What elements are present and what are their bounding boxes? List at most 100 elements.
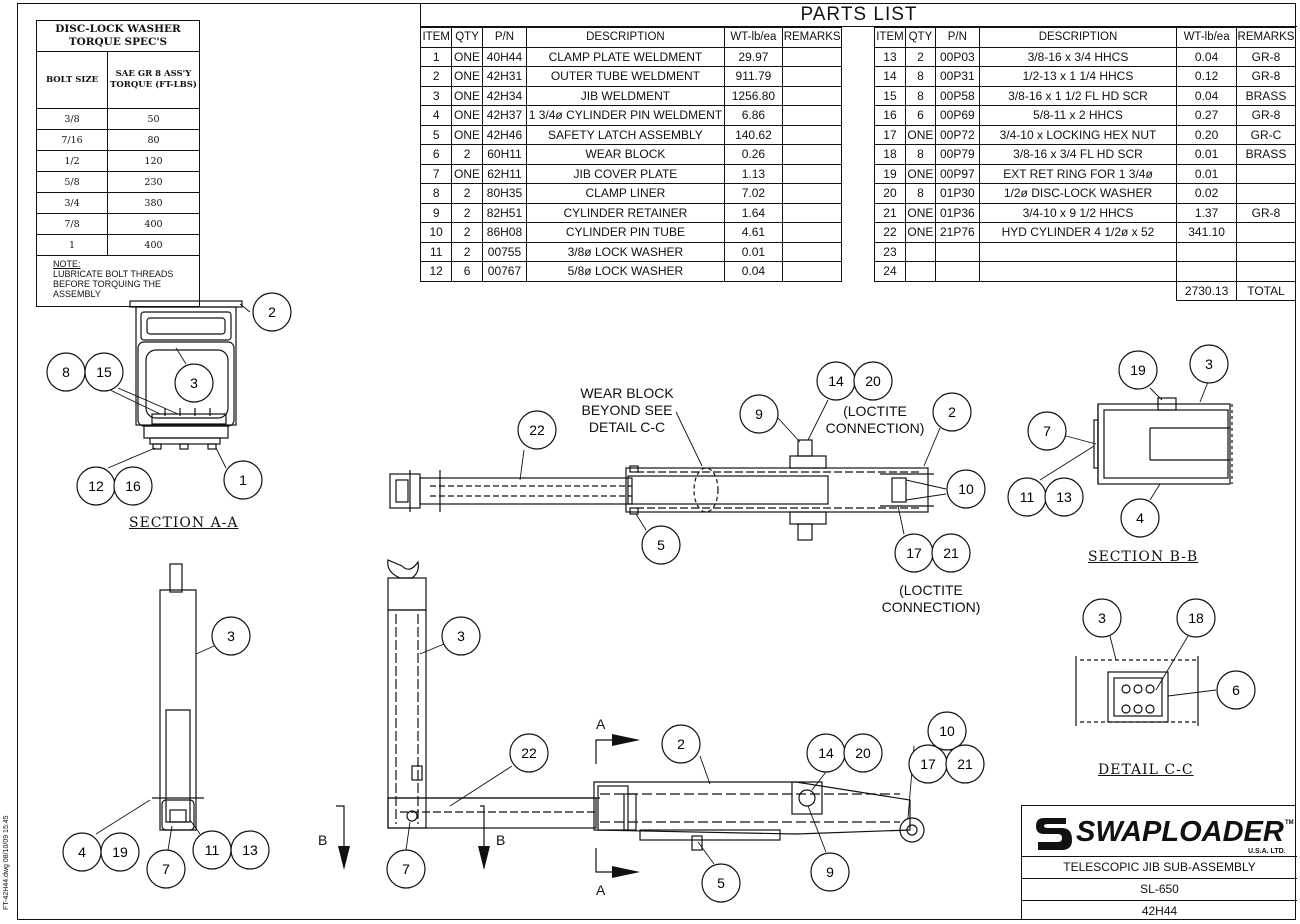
balloon-number: 17 [906, 545, 922, 561]
parts-cell: ONE [904, 163, 936, 184]
parts-cell: 82H51 [481, 202, 528, 223]
parts-row: 23 [874, 241, 1297, 262]
callout-balloon: 21 [931, 533, 971, 573]
balloon-number: 22 [529, 422, 545, 438]
balloon-number: 16 [125, 478, 141, 494]
parts-cell: 12 [419, 261, 453, 282]
balloon-number: 1 [239, 472, 247, 488]
callout-balloon: 7 [386, 849, 426, 889]
balloon-number: 9 [826, 864, 834, 880]
balloon-number: 13 [242, 842, 258, 858]
parts-cell: CLAMP PLATE WELDMENT [526, 46, 725, 67]
balloon-number: 11 [205, 842, 220, 858]
balloon-number: 3 [190, 375, 198, 391]
parts-cell: BRASS [1235, 144, 1297, 165]
parts-cell: ONE [451, 85, 483, 106]
callout-balloon: 3 [1082, 598, 1122, 638]
balloon-number: 3 [1205, 356, 1213, 372]
parts-cell: 0.04 [1176, 46, 1237, 67]
callout-balloon: 20 [853, 361, 893, 401]
parts-cell: BRASS [1235, 85, 1297, 106]
balloon-number: 14 [828, 373, 844, 389]
callout-balloon: 19 [1118, 350, 1158, 390]
parts-cell: ONE [904, 222, 936, 243]
parts-cell: 4.61 [723, 222, 784, 243]
drawing-title: TELESCOPIC JIB SUB-ASSEMBLY [1022, 856, 1297, 877]
note-text: LUBRICATE BOLT THREADS BEFORE TORQUING T… [53, 269, 174, 299]
detail-cc-view [1075, 656, 1199, 726]
balloon-number: 18 [1188, 610, 1204, 626]
callout-balloon: 17 [894, 533, 934, 573]
parts-cell: 911.79 [723, 66, 784, 87]
loctite-note-top: (LOCTITE CONNECTION) [825, 403, 925, 436]
callout-balloon: 5 [701, 863, 741, 903]
balloon-number: 2 [677, 736, 685, 752]
parts-cell: ONE [451, 46, 483, 67]
balloon-number: 13 [1056, 489, 1072, 505]
parts-cell: 0.12 [1176, 66, 1237, 87]
parts-cell: 2 [451, 202, 483, 223]
parts-cell: CLAMP LINER [526, 183, 725, 204]
balloon-number: 7 [162, 861, 170, 877]
parts-cell: 6.86 [723, 105, 784, 126]
model-number: SL-650 [1022, 878, 1297, 899]
torque-spec-table: DISC-LOCK WASHER TORQUE SPEC'S BOLT SIZE… [36, 20, 200, 307]
section-bb-view [1093, 397, 1233, 485]
parts-cell: 21 [874, 202, 906, 223]
parts-cell: 6 [451, 261, 483, 282]
callout-balloon: 10 [946, 469, 986, 509]
callout-balloon: 22 [509, 733, 549, 773]
balloon-number: 17 [920, 756, 936, 772]
side-elevation-view [387, 559, 925, 851]
section-arrows [336, 739, 612, 873]
torque-header: SAE GR 8 ASS'Y TORQUE (FT-LBS) [107, 51, 200, 109]
parts-cell: HYD CYLINDER 4 1/2ø x 52 [978, 222, 1178, 243]
callout-balloon: 14 [806, 733, 846, 773]
parts-cell: 00P69 [934, 105, 980, 126]
callout-balloon: 11 [192, 830, 232, 870]
balloon-number: 3 [1098, 610, 1106, 626]
total-weight: 2730.13 [1176, 280, 1237, 301]
balloon-number: 5 [657, 537, 665, 553]
section-letter-a-bottom: A [596, 882, 606, 898]
parts-cell: 7.02 [723, 183, 784, 204]
parts-cell [782, 261, 842, 282]
parts-header-cell: ITEM [419, 27, 453, 48]
balloon-number: 7 [1043, 423, 1051, 439]
note-label: NOTE: [53, 259, 81, 269]
arrow-heads [338, 734, 640, 878]
parts-cell: 86H08 [481, 222, 528, 243]
callout-balloon: 13 [1044, 477, 1084, 517]
wear-block-note: WEAR BLOCK BEYOND SEE DETAIL C-C [580, 385, 674, 435]
balloon-number: 2 [268, 304, 276, 320]
callout-balloon: 9 [810, 852, 850, 892]
balloon-number: 7 [402, 861, 410, 877]
top-plan-view [389, 439, 934, 541]
parts-cell: 3/4-10 x LOCKING HEX NUT [978, 124, 1178, 145]
balloon-number: 22 [521, 745, 537, 761]
parts-cell: 3/4-10 x 9 1/2 HHCS [978, 202, 1178, 223]
section-aa-view [129, 300, 243, 450]
drawing-number: 42H44 [1022, 900, 1297, 921]
balloon-number: 8 [62, 364, 70, 380]
balloon-number: 4 [78, 844, 86, 860]
callout-balloon: 22 [517, 410, 557, 450]
balloon-number: 19 [112, 844, 128, 860]
parts-cell: ONE [451, 163, 483, 184]
balloon-number: 10 [958, 481, 974, 497]
callout-balloon: 18 [1176, 598, 1216, 638]
callout-balloon: 12 [76, 466, 116, 506]
balloon-number: 20 [855, 745, 871, 761]
parts-cell: 40H44 [481, 46, 528, 67]
parts-cell: 13 [874, 46, 906, 67]
swaploader-logo: SWAPLOADER TM U.S.A. LTD. [1030, 812, 1294, 855]
parts-cell: OUTER TUBE WELDMENT [526, 66, 725, 87]
callout-balloon: 19 [100, 832, 140, 872]
